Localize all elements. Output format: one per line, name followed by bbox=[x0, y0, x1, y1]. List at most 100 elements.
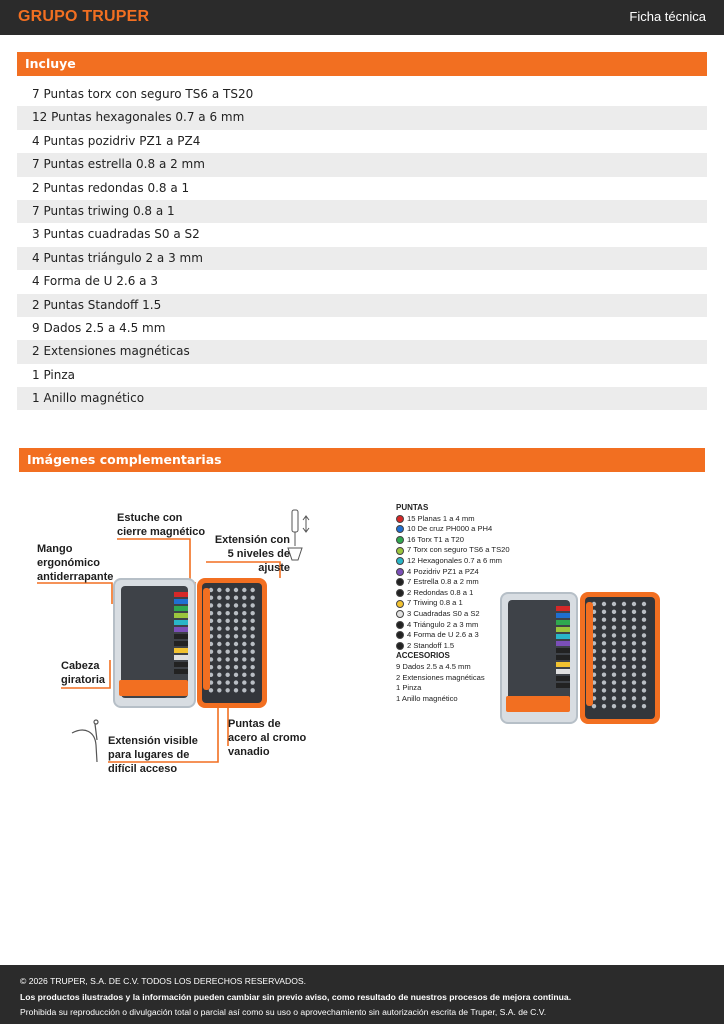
bit-slot bbox=[208, 634, 214, 639]
legend-bit-row: 15 Planas 1 a 4 mm bbox=[396, 514, 516, 525]
bit-slot bbox=[225, 618, 230, 624]
product-case-left-panel bbox=[500, 592, 578, 724]
bit-slot bbox=[242, 649, 247, 654]
bit-slot bbox=[250, 603, 255, 608]
include-item: 7 Puntas triwing 0.8 a 1 bbox=[17, 199, 707, 224]
bit-slot bbox=[217, 626, 222, 631]
bit-slot bbox=[217, 595, 222, 600]
bit-slot bbox=[233, 672, 239, 678]
footer: © 2026 TRUPER, S.A. DE C.V. TODOS LOS DE… bbox=[0, 965, 724, 1024]
top-bar: GRUPO TRUPER Ficha técnica bbox=[0, 0, 724, 35]
bit-slot bbox=[250, 657, 255, 662]
bit-slot bbox=[208, 680, 214, 685]
legend-bit-label: 7 Torx con seguro TS6 a TS20 bbox=[407, 545, 510, 555]
bit-slot bbox=[225, 587, 230, 593]
bit-slot bbox=[225, 688, 230, 693]
truper-logo: GRUPO TRUPER bbox=[18, 8, 150, 25]
bit-type-icon bbox=[396, 610, 404, 619]
include-item: 12 Puntas hexagonales 0.7 a 6 mm bbox=[17, 106, 707, 130]
bit-type-icon bbox=[396, 567, 404, 576]
legend-bit-row: 2 Standoff 1.5 bbox=[396, 641, 516, 652]
bit-slot bbox=[217, 641, 222, 647]
bit-type-icon bbox=[396, 546, 404, 555]
case-label-strip bbox=[174, 592, 188, 597]
bit-type-icon bbox=[396, 631, 404, 640]
bit-slot bbox=[233, 626, 239, 631]
bit-slot bbox=[208, 672, 214, 678]
bit-case-left-panel bbox=[113, 578, 196, 708]
bit-slot bbox=[250, 641, 255, 647]
bit-slot bbox=[233, 634, 239, 639]
bit-slot bbox=[225, 610, 230, 616]
legend-bit-row: 4 Forma de U 2.6 a 3 bbox=[396, 630, 516, 641]
legend-accessory-row: 1 Pinza bbox=[396, 683, 422, 693]
footer-notice: Los productos ilustrados y la informació… bbox=[20, 991, 572, 1002]
bit-type-icon bbox=[396, 536, 404, 545]
legend-bit-label: 2 Standoff 1.5 bbox=[407, 640, 455, 650]
bit-slot bbox=[225, 641, 230, 647]
bit-slot bbox=[233, 587, 239, 593]
screwdriver-handle bbox=[203, 588, 210, 690]
legend-bit-row: 3 Cuadradas S0 a S2 bbox=[396, 609, 516, 620]
bit-slot bbox=[225, 680, 230, 685]
legend-bit-row: 4 Pozidriv PZ1 a PZ4 bbox=[396, 567, 516, 578]
bit-slot bbox=[225, 634, 230, 639]
bit-slot bbox=[208, 657, 214, 662]
legend-bit-label: 2 Redondas 0.8 a 1 bbox=[407, 587, 474, 597]
include-item: 2 Puntas Standoff 1.5 bbox=[17, 293, 707, 317]
include-item: 2 Extensiones magnéticas bbox=[17, 340, 707, 364]
case-accessory-tray bbox=[119, 680, 188, 696]
bit-slot bbox=[217, 587, 222, 593]
case-label-strip bbox=[174, 655, 188, 660]
bit-slot bbox=[250, 634, 255, 639]
footer-prohibition: Prohibida su reproducción o divulgación … bbox=[20, 1007, 547, 1017]
legend-bit-label: 3 Cuadradas S0 a S2 bbox=[407, 608, 480, 618]
bit-slot bbox=[233, 641, 239, 647]
bit-type-icon bbox=[396, 514, 404, 523]
bit-slot bbox=[233, 595, 239, 600]
bit-slot bbox=[250, 664, 255, 670]
bit-slot bbox=[242, 603, 247, 608]
bit-slot bbox=[242, 680, 247, 685]
legend-bit-row: 16 Torx T1 a T20 bbox=[396, 535, 516, 546]
legend-bit-row: 4 Triángulo 2 a 3 mm bbox=[396, 620, 516, 631]
bit-slot bbox=[225, 664, 230, 670]
bit-type-icon bbox=[396, 557, 404, 566]
bit-type-icon bbox=[396, 642, 404, 651]
legend-bit-label: 10 De cruz PH000 a PH4 bbox=[407, 524, 493, 534]
bit-slot bbox=[250, 672, 255, 678]
bit-slot bbox=[208, 649, 214, 654]
bit-slot bbox=[250, 680, 255, 685]
bit-slot bbox=[208, 587, 214, 593]
bit-type-icon bbox=[396, 525, 404, 534]
include-item: 4 Forma de U 2.6 a 3 bbox=[32, 274, 158, 289]
case-label-strip bbox=[174, 606, 188, 611]
bit-slot bbox=[242, 688, 247, 693]
include-item: 1 Pinza bbox=[32, 367, 76, 382]
legend-accesorios-title: ACCESORIOS bbox=[396, 651, 450, 661]
include-item: 3 Puntas cuadradas S0 a S2 bbox=[32, 227, 200, 242]
bit-slot bbox=[225, 657, 230, 662]
include-item: 4 Puntas pozidriv PZ1 a PZ4 bbox=[32, 133, 201, 148]
include-item: 1 Anillo magnético bbox=[17, 387, 707, 411]
bit-slot bbox=[217, 634, 222, 639]
includes-section-title: Incluye bbox=[17, 52, 707, 76]
bit-slot bbox=[225, 595, 230, 600]
legend-accessory-row: 9 Dados 2.5 a 4.5 mm bbox=[396, 661, 471, 671]
bit-type-icon bbox=[396, 589, 404, 598]
bit-slot bbox=[250, 610, 255, 616]
legend-puntas-title: PUNTAS bbox=[396, 503, 429, 512]
bit-slot bbox=[242, 672, 247, 678]
legend-bit-row: 7 Estrella 0.8 a 2 mm bbox=[396, 577, 516, 588]
bit-slot bbox=[242, 587, 247, 593]
case-label-strip bbox=[174, 599, 188, 604]
bit-slot bbox=[250, 688, 255, 693]
bit-type-icon bbox=[396, 599, 404, 608]
bit-case-right-panel bbox=[197, 578, 267, 708]
bit-slot bbox=[242, 634, 247, 639]
legend-bit-label: 4 Forma de U 2.6 a 3 bbox=[407, 630, 479, 640]
legend-bit-row: 7 Torx con seguro TS6 a TS20 bbox=[396, 545, 516, 556]
bit-slot bbox=[242, 595, 247, 600]
